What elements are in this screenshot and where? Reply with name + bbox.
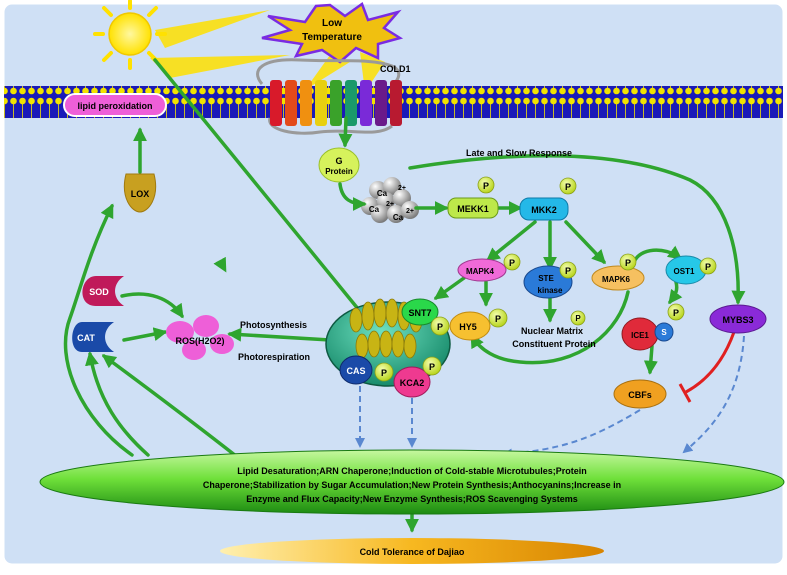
kca2-node: [393, 366, 431, 398]
mapk6-node: [591, 265, 645, 291]
photosynthesis-label: Photosynthesis: [240, 320, 307, 330]
phospho-label-ste: P: [565, 266, 571, 276]
stimulus-label-line2: Temperature: [302, 32, 362, 43]
mkk2-label: MKK2: [531, 205, 557, 215]
calcium-label-2: Ca: [369, 205, 380, 214]
lox-label: LOX: [131, 189, 150, 199]
cat-node: [72, 322, 114, 352]
sod-node: [82, 276, 124, 306]
cold1-label: COLD1: [380, 64, 411, 74]
ost1-label: OST1: [674, 267, 695, 276]
cold1-receptor: [256, 58, 402, 135]
calcium-charge-1: 2+: [398, 185, 406, 192]
mkk2-node: [519, 197, 569, 221]
sumo-label: S: [661, 328, 667, 337]
mapk4-node: [457, 258, 507, 282]
cas-node: [339, 355, 373, 385]
calcium-charge-2: 2+: [386, 201, 394, 208]
mapk4-label: MAPK4: [466, 267, 495, 276]
mekk1-label: MEKK1: [457, 204, 489, 214]
phospho-label-mapk4: P: [509, 258, 515, 268]
cas-label: CAS: [346, 366, 365, 376]
diagram-background: [3, 3, 784, 565]
stimulus-label-line1: Low: [322, 18, 342, 29]
lipid-peroxidation-pill: [63, 93, 167, 117]
sumo-node: [654, 322, 674, 342]
g-protein-label-line2: Protein: [325, 167, 353, 176]
cat-label: CAT: [77, 333, 95, 343]
g-protein-node: [318, 147, 360, 183]
phospho-label-ost1: P: [705, 262, 711, 272]
responses-ellipse: [39, 449, 785, 515]
phospho-label-ice1: P: [673, 308, 679, 318]
kca2-label: KCA2: [400, 378, 425, 388]
snt7-node: [401, 298, 439, 326]
phosphate-group-icons: [374, 176, 717, 382]
cbfs-node: [613, 379, 667, 409]
late-response-label: Late and Slow Response: [466, 148, 572, 158]
responses-line-3: Enzyme and Flux Capacity;New Enzyme Synt…: [246, 494, 578, 504]
snt7-label: SNT7: [408, 308, 431, 318]
nuclear-matrix-label-line2: Constituent Protein: [512, 339, 596, 349]
lox-node: [124, 173, 156, 213]
sun-icon: [93, 0, 167, 70]
outcome-ellipse: [220, 538, 604, 564]
ice1-label: ICE1: [631, 331, 649, 340]
cbfs-label: CBFs: [628, 390, 652, 400]
sod-label: SOD: [89, 287, 109, 297]
starburst-shape: [261, 2, 404, 64]
g-protein-label-line1: G: [335, 156, 342, 166]
responses-line-2: Chaperone;Stabilization by Sugar Accumul…: [203, 480, 621, 490]
photorespiration-label: Photorespiration: [238, 352, 310, 362]
mybs3-node: [709, 304, 767, 334]
ste-kinase-node: [523, 265, 573, 299]
indirect-arrows: [355, 335, 745, 459]
phospho-label-mkk2: P: [565, 182, 571, 192]
inhibition-line: [678, 331, 736, 403]
ros-node: [166, 315, 234, 360]
mekk1-node: [447, 197, 499, 219]
ste-label-line2: kinase: [538, 286, 563, 295]
ste-label-line1: STE: [538, 274, 554, 283]
mybs3-label: MYBS3: [722, 315, 753, 325]
calcium-label-1: Ca: [377, 189, 388, 198]
lipid-peroxidation-label: lipid peroxidation: [77, 101, 152, 111]
phospho-label-kca2: P: [429, 362, 435, 372]
ros-label: ROS(H2O2): [175, 336, 224, 346]
phospho-label-hy5: P: [495, 314, 501, 324]
hy5-label: HY5: [459, 322, 477, 332]
activation-arrows: [63, 58, 746, 533]
phospho-label-mapk6: P: [625, 258, 631, 268]
nuclear-matrix-label-line1: Nuclear Matrix: [521, 326, 583, 336]
calcium-charge-3: 2+: [406, 208, 414, 215]
phospho-label-cas: P: [381, 368, 387, 378]
responses-line-1: Lipid Desaturation;ARN Chaperone;Inducti…: [237, 466, 587, 476]
hy5-node: [449, 311, 491, 341]
phospho-label-snt7: P: [437, 322, 443, 332]
phospho-label-mekk1: P: [483, 181, 489, 191]
phospho-label-nuclear: P: [575, 314, 581, 323]
mapk6-label: MAPK6: [602, 275, 631, 284]
outcome-label: Cold Tolerance of Dajiao: [360, 547, 465, 557]
calcium-label-3: Ca: [393, 213, 404, 222]
